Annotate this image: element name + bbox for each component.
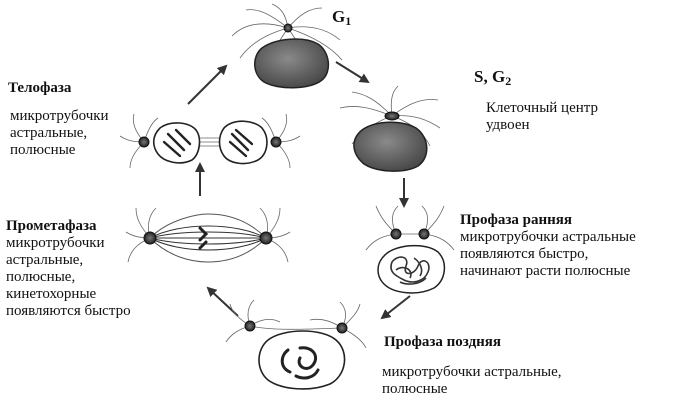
label-telophase-desc: микротрубочки астральные, полюсные <box>10 108 109 159</box>
label-late-prophase-desc: микротрубочки астральные, полюсные <box>382 364 562 398</box>
label-s-g2: S, G2 <box>474 67 512 88</box>
label-g1: G1 <box>332 7 352 28</box>
centrosome-g1 <box>283 23 293 33</box>
centrosome-telophase-right <box>270 136 282 148</box>
cell-g1 <box>231 3 343 89</box>
label-prometaphase-title: Прометафаза <box>6 218 97 234</box>
chromosomes-prometaphase <box>198 226 209 250</box>
label-s-g2-desc-line: удвоен <box>486 117 530 133</box>
chromatin-telophase <box>162 128 254 158</box>
label-prometaphase-desc-line: кинетохорные <box>6 286 97 302</box>
label-telophase: Телофаза <box>8 80 71 97</box>
label-late-prophase-desc-line: полюсные <box>382 381 448 397</box>
cell-prometaphase <box>125 207 291 263</box>
label-s-g2-title: S, G <box>474 67 506 86</box>
spindle-prometaphase <box>149 225 267 251</box>
label-telophase-title: Телофаза <box>8 80 72 96</box>
chromatin-early <box>390 256 430 285</box>
cell-telophase-right-nucleus <box>218 120 268 165</box>
arrow-early-to-late-prophase <box>380 295 411 320</box>
label-late-prophase-desc-line: микротрубочки астральные, <box>382 364 562 380</box>
cell-late-prophase <box>225 299 367 390</box>
label-late-prophase-title: Профаза поздняя <box>384 334 502 350</box>
label-early-prophase-desc-line: появляются быстро, <box>460 246 589 262</box>
label-s-g2-desc-line: Клеточный центр <box>486 100 598 116</box>
label-telophase-desc-line: астральные, <box>10 125 88 141</box>
cell-early-prophase <box>365 205 455 294</box>
cell-g1-body <box>254 38 330 89</box>
cell-early-prophase-nucleus <box>377 244 446 294</box>
centrosome-early-left <box>390 228 402 240</box>
label-s-g2-sub: 2 <box>505 74 512 88</box>
label-early-prophase-desc-line: начинают расти полюсные <box>460 263 631 279</box>
centrosome-late-left <box>244 320 256 332</box>
centrosome-s-g2 <box>384 111 400 121</box>
cell-s-g2 <box>339 85 441 172</box>
label-prometaphase-desc-line: полюсные, <box>6 269 76 285</box>
centrosome-telophase-left <box>138 136 150 148</box>
centrosome-prometaphase-left <box>143 231 157 245</box>
label-s-g2-desc: Клеточный центр удвоен <box>486 100 598 134</box>
label-prometaphase-desc-line: появляются быстро <box>6 303 131 319</box>
label-telophase-desc-line: полюсные <box>10 142 76 158</box>
cell-late-prophase-nucleus <box>258 330 346 390</box>
arrow-telophase-to-g1 <box>187 64 228 105</box>
cycle-arrows <box>187 61 411 320</box>
label-telophase-desc-line: микротрубочки <box>10 108 109 124</box>
label-early-prophase-title: Профаза ранняя <box>460 212 573 228</box>
arrow-g1-to-sg2 <box>335 61 370 84</box>
label-prometaphase-desc-line: микротрубочки <box>6 235 105 251</box>
cell-s-g2-body <box>353 121 428 172</box>
label-prometaphase-desc-line: астральные, <box>6 252 84 268</box>
label-early-prophase-desc-line: микротрубочки астральные <box>460 229 636 245</box>
label-g1-title: G <box>332 7 346 26</box>
label-late-prophase: Профаза поздняя <box>384 334 501 351</box>
centrosome-late-right <box>336 322 348 334</box>
centrosome-early-right <box>418 228 430 240</box>
label-prometaphase: Прометафаза микротрубочки астральные, по… <box>6 218 131 320</box>
chromosomes-late <box>280 346 320 380</box>
label-g1-sub: 1 <box>345 14 352 28</box>
centrosome-prometaphase-right <box>259 231 273 245</box>
label-early-prophase: Профаза ранняя микротрубочки астральные … <box>460 212 636 280</box>
arrow-late-prophase-to-prometaphase <box>206 286 239 317</box>
cell-telophase <box>119 113 301 169</box>
